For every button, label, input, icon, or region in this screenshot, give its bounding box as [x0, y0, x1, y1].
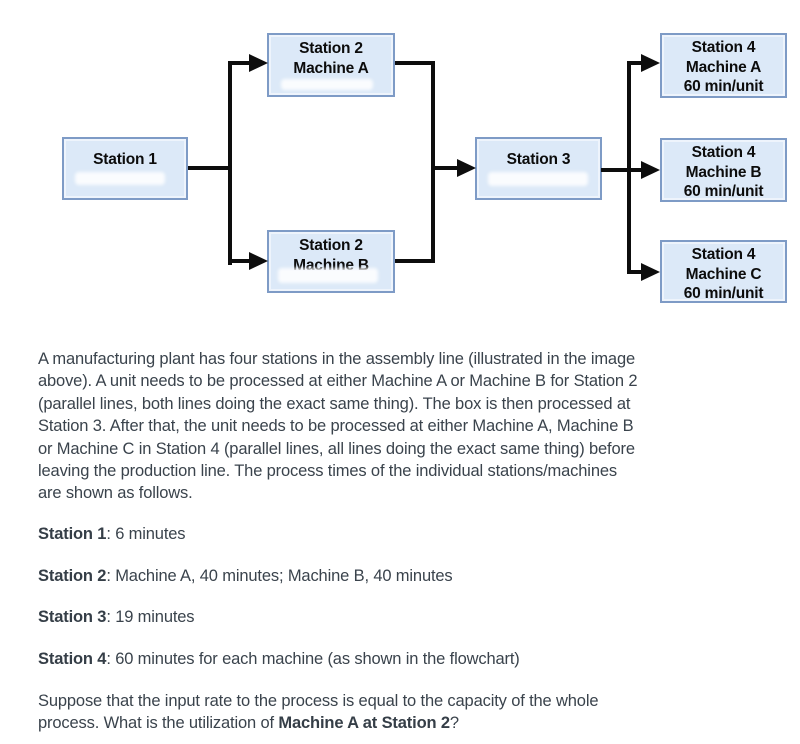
assembly-line-flowchart: Station 1 Station 2 Machine A Station 2 … [0, 0, 800, 320]
question-text: Suppose that the input rate to the proce… [38, 690, 768, 735]
station3-time-label: Station 3 [38, 608, 107, 627]
station2-time-value: : Machine A, 40 minutes; Machine B, 40 m… [106, 566, 453, 585]
erased-text-smudge [281, 79, 373, 90]
flowchart-node-station4-machine-a: Station 4 Machine A 60 min/unit [660, 33, 787, 98]
flow-line [627, 61, 631, 274]
flow-arrowhead-icon [457, 159, 476, 177]
station1-time-label: Station 1 [38, 524, 107, 543]
process-time-station3: Station 3: 19 minutes [38, 606, 768, 628]
flow-arrowhead-icon [249, 54, 268, 72]
erased-text-smudge [75, 172, 165, 185]
question-line1: Suppose that the input rate to the proce… [38, 691, 599, 710]
flow-arrowhead-icon [641, 54, 660, 72]
station4-time-label: Station 4 [38, 649, 107, 668]
station1-label: Station 1 [93, 151, 157, 168]
flowchart-node-station2-machine-b: Station 2 Machine B [267, 230, 395, 293]
flow-line [431, 166, 458, 170]
flow-line [431, 61, 435, 263]
flow-arrowhead-icon [249, 252, 268, 270]
process-time-station2: Station 2: Machine A, 40 minutes; Machin… [38, 565, 768, 587]
question-line2-suffix: ? [449, 714, 459, 733]
flow-line [395, 61, 435, 65]
station3-time-value: : 19 minutes [106, 608, 195, 627]
erased-text-smudge [278, 268, 378, 283]
station4-machine-b-label: Station 4 Machine B 60 min/unit [683, 144, 764, 200]
flow-line [601, 168, 642, 172]
station3-label: Station 3 [506, 151, 571, 168]
flow-line [228, 61, 250, 65]
station1-time-value: : 6 minutes [106, 524, 186, 543]
station4-machine-a-label: Station 4 Machine A 60 min/unit [683, 39, 764, 95]
station2-machine-a-label: Station 2 Machine A [293, 40, 369, 77]
flow-line [228, 259, 250, 263]
flow-line [395, 259, 435, 263]
process-time-station1: Station 1: 6 minutes [38, 523, 768, 545]
flowchart-node-station1: Station 1 [62, 137, 188, 200]
problem-description: A manufacturing plant has four stations … [38, 350, 638, 503]
erased-text-smudge [488, 172, 588, 186]
flowchart-node-station4-machine-b: Station 4 Machine B 60 min/unit [660, 138, 787, 202]
question-bold-phrase: Machine A at Station 2 [278, 714, 450, 733]
flow-line [627, 270, 642, 274]
process-time-station4: Station 4: 60 minutes for each machine (… [38, 648, 768, 670]
flow-arrowhead-icon [641, 263, 660, 281]
flowchart-node-station3: Station 3 [475, 137, 602, 200]
problem-text-block: A manufacturing plant has four stations … [0, 320, 800, 734]
question-line2-prefix: process. What is the utilization of [38, 714, 279, 733]
station4-time-value: : 60 minutes for each machine (as shown … [106, 649, 520, 668]
flow-line [188, 166, 232, 170]
flow-arrowhead-icon [641, 161, 660, 179]
flowchart-node-station4-machine-c: Station 4 Machine C 60 min/unit [660, 240, 787, 303]
station2-time-label: Station 2 [38, 566, 107, 585]
flow-line [228, 61, 232, 265]
flow-line [627, 61, 642, 65]
station4-machine-c-label: Station 4 Machine C 60 min/unit [683, 246, 764, 302]
